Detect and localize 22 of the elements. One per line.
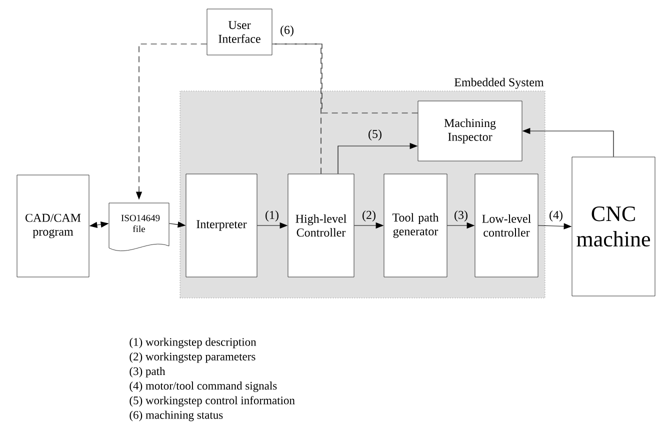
machine-box: CNC machine (572, 156, 656, 296)
edge-label: (5) (368, 130, 382, 140)
process-box: High-level Controller (288, 174, 354, 278)
footnote: (2) workingstep parameters (130, 352, 256, 363)
edge-label: (2) (362, 210, 376, 222)
dashed-line (272, 44, 418, 114)
process-box: Machining Inspector (418, 100, 522, 162)
edge-label: (1) (266, 210, 278, 222)
node-label: Embedded System (454, 78, 544, 89)
process-box: User Interface (206, 8, 272, 56)
process-box: CAD/CAM program (16, 174, 90, 278)
footnote: (3) path (130, 366, 166, 378)
process-box: Low-level controller (474, 174, 538, 278)
footnote: (4) motor/tool command signals (130, 382, 277, 392)
edge-label: (6) (280, 26, 294, 36)
process-box: Tool path generator (384, 174, 448, 278)
footnote: (5) workingstep control information (130, 396, 295, 407)
edge-label: (4) (550, 210, 562, 222)
footnote: (6) machining status (130, 410, 223, 422)
edge-label: (3) (454, 210, 468, 222)
process-box: Interpreter (186, 174, 258, 278)
footnote: (1) workingstep description (130, 338, 256, 348)
